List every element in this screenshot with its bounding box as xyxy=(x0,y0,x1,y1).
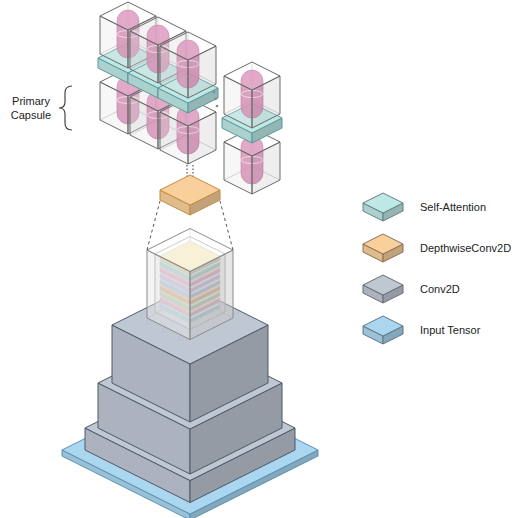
legend-text: Self-Attention xyxy=(420,201,486,213)
legend-item: Conv2D xyxy=(360,274,460,304)
legend-text: Conv2D xyxy=(420,283,460,295)
brace xyxy=(59,86,72,130)
legend-slab-top-face xyxy=(363,193,403,213)
legend-item: Input Tensor xyxy=(360,315,480,345)
group-label: Primary Capsule xyxy=(4,94,58,123)
projection-line xyxy=(147,201,160,250)
ellipsis-dot xyxy=(214,98,217,101)
legend-item: DepthwiseConv2D xyxy=(360,233,511,263)
legend-slab-top-face xyxy=(363,234,403,254)
legend-slab-top-face xyxy=(363,316,403,336)
feature-cube-top-face xyxy=(147,229,233,272)
capsule-cube-top-face xyxy=(160,32,216,60)
depthwise-slab-top-face xyxy=(160,175,220,205)
legend-swatch xyxy=(360,315,406,345)
ellipsis-dot xyxy=(213,91,216,94)
legend-slab xyxy=(363,275,403,303)
legend-item: Self-Attention xyxy=(360,192,486,222)
legend-slab xyxy=(363,193,403,221)
legend-slab-top-face xyxy=(363,275,403,295)
capsule-cube xyxy=(224,62,280,128)
legend-text: DepthwiseConv2D xyxy=(420,242,511,254)
legend-swatch xyxy=(360,192,406,222)
depthwise-slab xyxy=(160,175,220,215)
legend-text: Input Tensor xyxy=(420,324,480,336)
ellipsis-dot xyxy=(216,105,219,108)
legend-slab xyxy=(363,234,403,262)
projection-line xyxy=(220,201,233,250)
legend-swatch xyxy=(360,233,406,263)
capsule-cube-top-face xyxy=(224,62,280,90)
legend-swatch xyxy=(360,274,406,304)
feature-cube xyxy=(147,229,233,340)
capsule-cube xyxy=(160,32,216,98)
legend-slab xyxy=(363,316,403,344)
